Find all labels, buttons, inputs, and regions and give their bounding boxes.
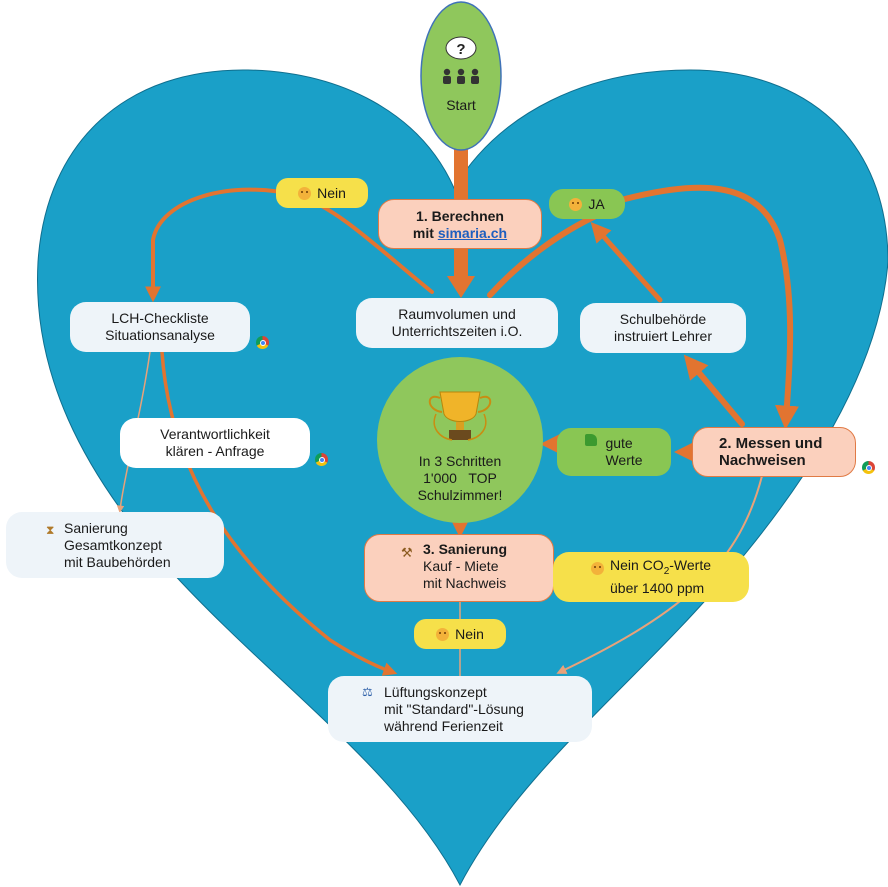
thumbs-up-icon (585, 434, 598, 446)
ja-badge: JA (549, 189, 625, 219)
messen-node[interactable]: 2. Messen und Nachweisen (692, 427, 856, 477)
co2-line1: Nein CO2-Werte (610, 557, 711, 580)
gute-werte-node[interactable]: gute Werte (557, 428, 671, 476)
verantwortlichkeit-node[interactable]: Verantwortlichkeit klären - Anfrage (120, 418, 310, 468)
gesamtkonzept-line1: Sanierung (64, 519, 128, 536)
schulbehoerde-line1: Schulbehörde (619, 311, 707, 327)
arrow-raumvolumen-ja (487, 211, 603, 298)
schulbehoerde-node[interactable]: Schulbehörde instruiert Lehrer (580, 303, 746, 353)
sad-face-icon (591, 562, 604, 575)
berechnen-prefix: mit (412, 225, 438, 241)
top-line2: 1'000 TOP (423, 470, 497, 486)
raumvolumen-node[interactable]: Raumvolumen und Unterrichtszeiten i.O. (356, 298, 558, 348)
confused-face-icon (298, 186, 312, 200)
confused-face-icon-bottom (436, 627, 450, 641)
gute-werte-line1: gute (605, 435, 633, 451)
ja-label: JA (588, 195, 605, 212)
raumvolumen-line2: Unterrichtszeiten i.O. (391, 323, 523, 339)
chrome-link-icon-messen[interactable] (862, 461, 875, 474)
co2-node[interactable]: Nein CO2-Werte über 1400 ppm (553, 552, 749, 602)
simaria-link[interactable]: simaria.ch (437, 225, 508, 241)
lueftung-node[interactable]: ⚖ Lüftungskonzept mit "Standard"-Lösung … (328, 676, 592, 742)
checkliste-node[interactable]: LCH-Checkliste Situationsanalyse (70, 302, 250, 352)
svg-text:?: ? (456, 41, 465, 58)
chrome-link-icon-verantwortlichkeit[interactable] (315, 453, 328, 466)
verantwortlichkeit-line2: klären - Anfrage (165, 443, 265, 459)
lueftung-line2: mit "Standard"-Lösung (384, 700, 524, 717)
gute-werte-line2: Werte (605, 452, 643, 468)
sanierung-line2: mit Nachweis (423, 575, 507, 591)
top-line1: In 3 Schritten (419, 453, 502, 469)
arrow-schulbehoerde-ja (590, 222, 663, 303)
sanierung-line1: Kauf - Miete (423, 558, 499, 574)
chrome-link-icon-checkliste[interactable] (256, 336, 269, 349)
arrow-ja-messen (597, 184, 799, 430)
messen-line2: Nachweisen (719, 452, 806, 469)
co2-sub: 2 (663, 565, 670, 577)
berechnen-title: 1. Berechnen (416, 208, 504, 224)
start-label: Start (446, 97, 476, 113)
nein-bottom-label: Nein (455, 625, 484, 642)
raumvolumen-line1: Raumvolumen und (398, 306, 516, 322)
lueftung-line1: Lüftungskonzept (384, 683, 487, 700)
people-question-icon: ? (443, 36, 479, 84)
smile-face-icon (569, 197, 583, 211)
nein-badge-top: Nein (276, 178, 368, 208)
sanierung-node[interactable]: ⚒ 3. Sanierung Kauf - Miete mit Nachweis (364, 534, 554, 602)
arrow-messen-schulbehoerde (683, 354, 745, 427)
nein-badge-bottom: Nein (414, 619, 506, 649)
trophy-icon (428, 391, 492, 441)
checkliste-line1: LCH-Checkliste (111, 310, 209, 326)
arrow-head-raumvolumen (447, 276, 475, 298)
start-node[interactable]: ? Start (420, 1, 502, 151)
top-circle-node[interactable]: In 3 Schritten 1'000 TOP Schulzimmer! (377, 357, 543, 523)
schulbehoerde-line2: instruiert Lehrer (613, 328, 713, 344)
berechnen-subtitle: mit simaria.ch (379, 225, 541, 242)
top-line3: Schulzimmer! (418, 487, 503, 503)
hourglass-icon: ⧗ (46, 523, 55, 537)
gesamtkonzept-line2: Gesamtkonzept (64, 536, 163, 553)
checkliste-line2: Situationsanalyse (105, 327, 215, 343)
nein-top-label: Nein (317, 184, 346, 201)
co2-prefix: Nein CO (610, 557, 664, 574)
gavel-icon: ⚒ (401, 546, 413, 561)
messen-line1: 2. Messen und (719, 435, 823, 452)
gesamtkonzept-node[interactable]: ⧗ Sanierung Gesamtkonzept mit Baubehörde… (6, 512, 224, 578)
berechnen-node[interactable]: 1. Berechnen mit simaria.ch (378, 199, 542, 249)
co2-line2: über 1400 ppm (610, 579, 705, 596)
scales-icon: ⚖ (362, 685, 373, 699)
verantwortlichkeit-line1: Verantwortlichkeit (160, 426, 270, 442)
sanierung-title: 3. Sanierung (423, 541, 508, 557)
gesamtkonzept-line3: mit Baubehörden (64, 553, 171, 570)
co2-suffix: -Werte (669, 557, 711, 574)
lueftung-line3: während Ferienzeit (384, 717, 504, 734)
